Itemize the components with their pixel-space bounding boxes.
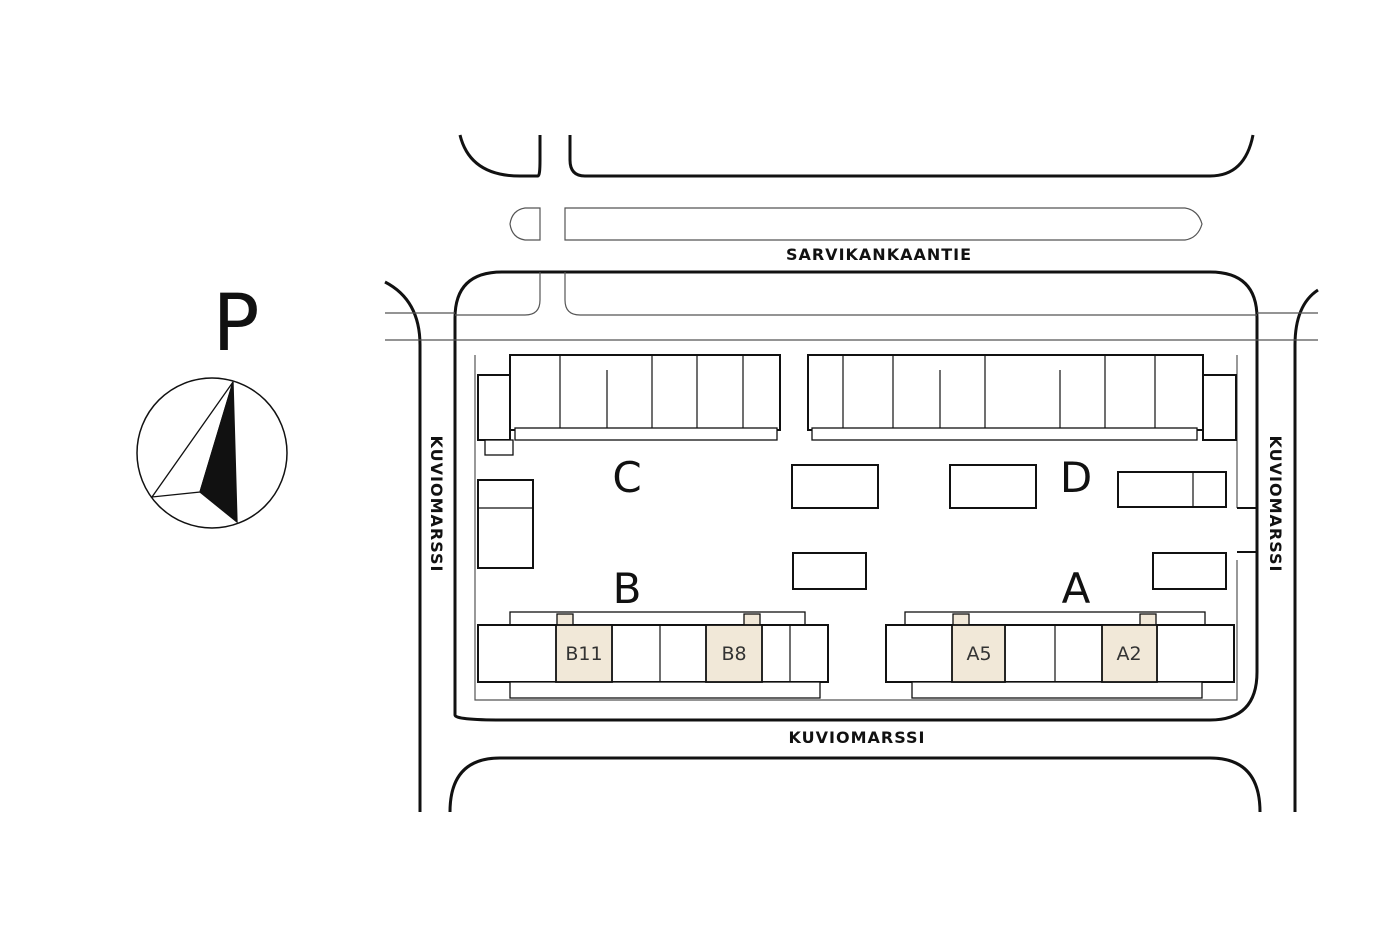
unit-b8[interactable]: B8: [705, 613, 763, 683]
street-label-top: SARVIKANKAANTIE: [786, 245, 972, 264]
block-label-b: B: [613, 564, 642, 613]
north-label: P: [212, 279, 259, 369]
storage-buildings: [477, 464, 1227, 590]
unit-label: A2: [1116, 643, 1141, 665]
building-row-c: [477, 354, 781, 456]
building-row-a: [885, 611, 1235, 699]
block-label-c: C: [612, 453, 641, 502]
street-label-bottom: KUVIOMARSSI: [789, 728, 926, 747]
unit-a2[interactable]: A2: [1101, 613, 1158, 683]
unit-b11[interactable]: B11: [555, 613, 613, 683]
unit-label: B11: [565, 643, 602, 665]
street-label-left: KUVIOMARSSI: [427, 436, 446, 573]
compass-needle-dark-icon: [199, 381, 238, 524]
street-label-right: KUVIOMARSSI: [1266, 436, 1285, 573]
unit-label: B8: [721, 643, 746, 665]
building-row-b: [477, 611, 829, 699]
building-row-d: [807, 354, 1237, 441]
block-label-d: D: [1060, 453, 1092, 502]
unit-a5[interactable]: A5: [951, 613, 1006, 683]
north-arrow: P: [136, 279, 288, 529]
unit-label: A5: [966, 643, 991, 665]
block-label-a: A: [1062, 564, 1091, 613]
